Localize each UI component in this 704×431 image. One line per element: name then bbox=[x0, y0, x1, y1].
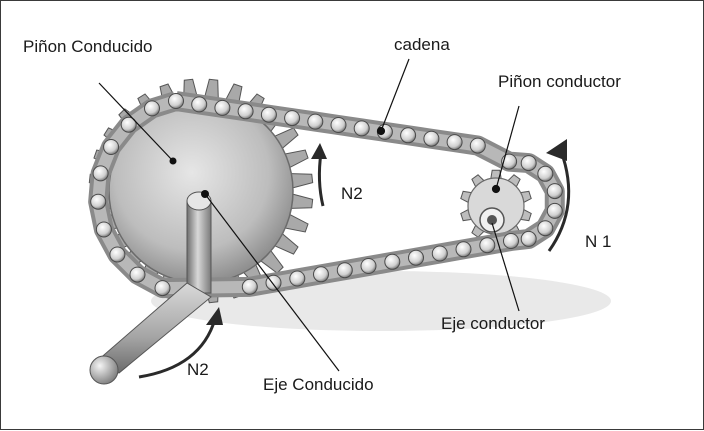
chain-roller bbox=[354, 121, 369, 136]
chain-roller bbox=[285, 111, 300, 126]
chain-roller bbox=[385, 254, 400, 269]
crank-knob bbox=[90, 356, 118, 384]
chain-roller bbox=[470, 138, 485, 153]
chain-roller bbox=[145, 101, 160, 116]
chain-roller bbox=[290, 271, 305, 286]
driving-sprocket-marker bbox=[493, 186, 500, 193]
chain-roller bbox=[538, 221, 553, 236]
chain-roller bbox=[538, 166, 553, 181]
chain-roller bbox=[308, 114, 323, 129]
label-driving-sprocket: Piñon conductor bbox=[498, 73, 621, 90]
chain-roller bbox=[91, 194, 106, 209]
chain-roller bbox=[409, 250, 424, 265]
chain-roller bbox=[331, 118, 346, 133]
chain-roller bbox=[521, 231, 536, 246]
chain-roller bbox=[155, 281, 170, 296]
n1-arrowhead bbox=[546, 139, 567, 161]
label-driven-shaft: Eje Conducido bbox=[263, 376, 374, 393]
chain-roller bbox=[104, 140, 119, 155]
label-n1: N 1 bbox=[585, 233, 611, 250]
chain-roller bbox=[547, 184, 562, 199]
chain-roller bbox=[192, 97, 207, 112]
chain-roller bbox=[242, 279, 257, 294]
chain-roller bbox=[504, 234, 519, 249]
label-chain: cadena bbox=[394, 36, 450, 53]
chain-roller bbox=[547, 203, 562, 218]
chain-roller bbox=[314, 267, 329, 282]
chain-marker bbox=[378, 128, 385, 135]
chain-roller bbox=[424, 131, 439, 146]
n2-upper-arrow bbox=[319, 153, 323, 206]
chain-roller bbox=[261, 107, 276, 122]
chain-roller bbox=[238, 104, 253, 119]
chain-roller bbox=[521, 156, 536, 171]
chain-roller bbox=[337, 263, 352, 278]
chain-roller bbox=[401, 128, 416, 143]
chain-roller bbox=[93, 166, 108, 181]
chain-roller bbox=[480, 238, 495, 253]
chain-roller bbox=[432, 246, 447, 261]
leader-chain bbox=[381, 59, 409, 131]
label-n2-upper: N2 bbox=[341, 185, 363, 202]
label-n2-lower: N2 bbox=[187, 361, 209, 378]
chain-roller bbox=[169, 94, 184, 109]
n2-upper-arrowhead bbox=[311, 143, 327, 159]
chain-roller bbox=[130, 267, 145, 282]
chain-roller bbox=[447, 135, 462, 150]
label-driving-shaft: Eje conductor bbox=[441, 315, 545, 332]
chain-roller bbox=[110, 247, 125, 262]
chain-roller bbox=[361, 259, 376, 274]
chain-roller bbox=[96, 222, 111, 237]
chain-roller bbox=[456, 242, 471, 257]
label-driven-sprocket: Piñon Conducido bbox=[23, 38, 152, 55]
chain-roller bbox=[215, 100, 230, 115]
